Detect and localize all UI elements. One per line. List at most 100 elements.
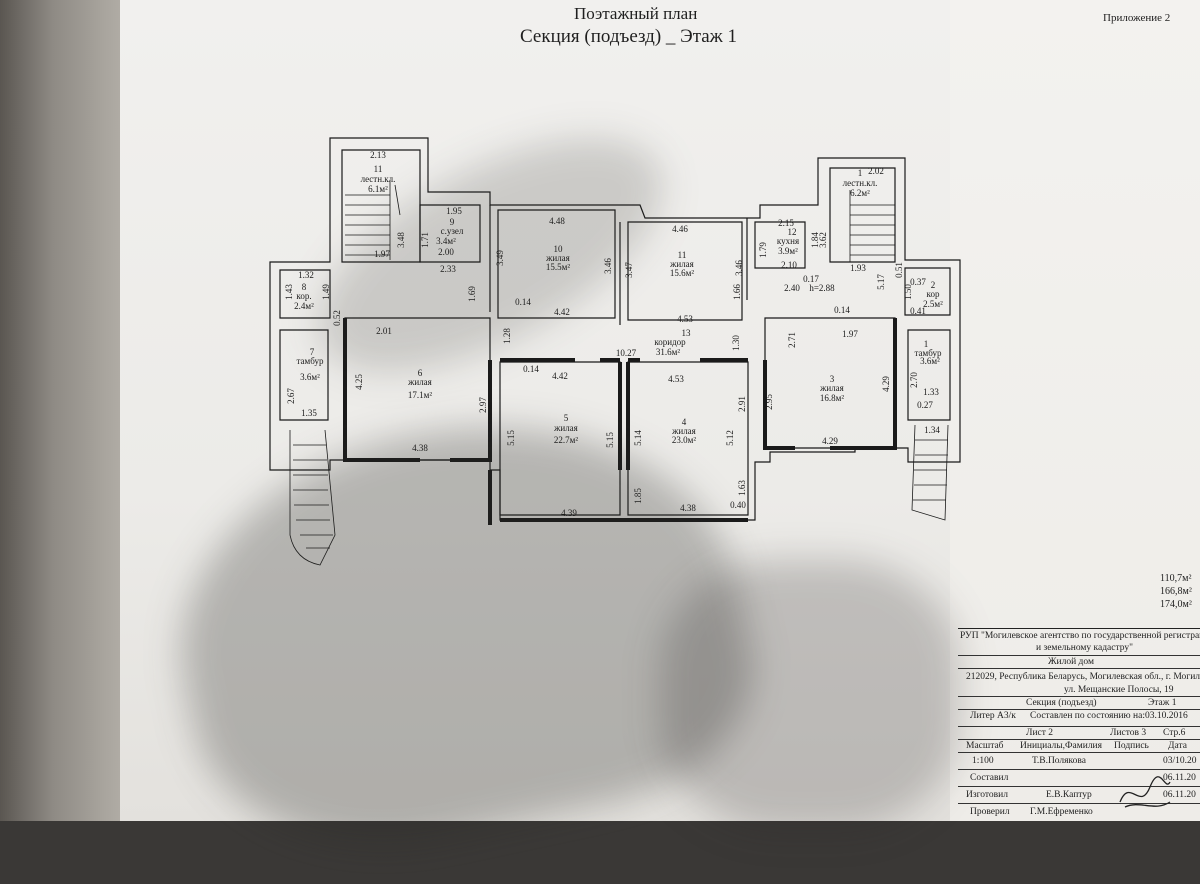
svg-text:4.53: 4.53	[668, 374, 684, 384]
stamp-header-row: Масштаб Инициалы,Фамилия Подпись Дата	[958, 739, 1200, 752]
svg-text:16.8м²: 16.8м²	[820, 393, 844, 403]
dimension-labels: 2.13 1.97 3.48 1.95 2.00 1.71 2.33 4.48 …	[284, 150, 940, 518]
svg-text:коридор: коридор	[654, 337, 686, 347]
svg-text:2.70: 2.70	[909, 372, 919, 388]
svg-text:2.00: 2.00	[438, 247, 454, 257]
svg-text:6: 6	[418, 368, 423, 378]
svg-text:1.85: 1.85	[633, 488, 643, 504]
paper-sheet	[120, 0, 950, 821]
svg-text:4.29: 4.29	[822, 436, 838, 446]
svg-text:1.50: 1.50	[903, 284, 913, 300]
svg-text:тамбур: тамбур	[915, 348, 942, 358]
svg-text:10.27: 10.27	[616, 348, 637, 358]
stamp-org: РУП "Могилевское агентство по государств…	[958, 628, 1200, 655]
svg-text:10: 10	[554, 244, 564, 254]
svg-text:1.28: 1.28	[502, 328, 512, 344]
svg-text:2.95: 2.95	[764, 394, 774, 410]
svg-text:1.35: 1.35	[301, 408, 317, 418]
svg-text:жилая: жилая	[545, 253, 570, 263]
svg-text:1.79: 1.79	[758, 242, 768, 258]
svg-text:жилая: жилая	[669, 259, 694, 269]
svg-text:2.71: 2.71	[787, 332, 797, 348]
svg-text:жилая: жилая	[671, 426, 696, 436]
svg-text:2.15: 2.15	[778, 218, 794, 228]
stamp-row-made: Составил 06.11.20	[958, 769, 1200, 786]
svg-text:0.14: 0.14	[523, 364, 539, 374]
svg-text:2.67: 2.67	[286, 388, 296, 404]
svg-text:0.17: 0.17	[803, 274, 819, 284]
svg-text:0.14: 0.14	[834, 305, 850, 315]
svg-text:тамбур: тамбур	[297, 356, 324, 366]
stairs-right	[849, 190, 895, 262]
svg-text:4.38: 4.38	[412, 443, 428, 453]
svg-text:3.48: 3.48	[396, 232, 406, 248]
svg-text:1.84: 1.84	[810, 232, 820, 248]
title-line-1: Поэтажный план	[574, 4, 698, 23]
svg-text:6.1м²: 6.1м²	[368, 184, 388, 194]
svg-text:1.34: 1.34	[924, 425, 940, 435]
svg-text:1.49: 1.49	[321, 284, 331, 300]
stamp-section: Секция (подъезд) Этаж 1	[958, 696, 1200, 709]
total-3: 174,0м²	[1160, 599, 1192, 610]
svg-text:0.40: 0.40	[730, 500, 746, 510]
svg-text:1.97: 1.97	[842, 329, 858, 339]
svg-text:h=2.88: h=2.88	[809, 283, 835, 293]
svg-text:2.5м²: 2.5м²	[923, 299, 943, 309]
svg-text:3.4м²: 3.4м²	[436, 236, 456, 246]
svg-text:5.15: 5.15	[605, 432, 615, 448]
svg-text:2.13: 2.13	[370, 150, 386, 160]
area-totals: 110,7м² 166,8м² 174,0м²	[1160, 572, 1192, 611]
svg-text:1.95: 1.95	[446, 206, 462, 216]
svg-text:лестн.кл.: лестн.кл.	[843, 178, 878, 188]
svg-text:3.49: 3.49	[495, 250, 505, 266]
svg-text:1.69: 1.69	[467, 286, 477, 302]
svg-text:1.30: 1.30	[731, 335, 741, 351]
stamp-sheets: Лист 2 Листов 3 Стр.6	[958, 726, 1200, 739]
svg-text:4: 4	[682, 417, 687, 427]
svg-text:15.5м²: 15.5м²	[546, 262, 570, 272]
svg-text:3.6м²: 3.6м²	[920, 356, 940, 366]
stairs-left	[345, 180, 401, 260]
svg-text:1.32: 1.32	[298, 270, 314, 280]
total-1: 110,7м²	[1160, 573, 1192, 584]
svg-text:0.52: 0.52	[332, 310, 342, 326]
floor-plan: 11 лестн.кл. 6.1м² 9 с.узел 3.4м² 10 жил…	[269, 137, 961, 566]
svg-text:с.узел: с.узел	[441, 226, 464, 236]
svg-text:3.46: 3.46	[734, 260, 744, 276]
svg-text:12: 12	[788, 227, 797, 237]
svg-text:2: 2	[931, 280, 936, 290]
svg-text:жилая: жилая	[819, 383, 844, 393]
svg-text:3: 3	[830, 374, 835, 384]
stamp-object: Жилой дом	[958, 655, 1200, 668]
stamp-row-checked: Проверил Г.М.Ефременко	[958, 803, 1200, 822]
svg-text:23.0м²: 23.0м²	[672, 435, 696, 445]
svg-text:0.27: 0.27	[917, 400, 933, 410]
svg-text:7: 7	[310, 347, 315, 357]
svg-text:9: 9	[450, 217, 455, 227]
svg-text:1: 1	[924, 339, 929, 349]
svg-text:2.91: 2.91	[737, 396, 747, 412]
stamp-row-made-name: Изготовил Е.В.Каптур 06.11.20	[958, 786, 1200, 803]
svg-text:4.46: 4.46	[672, 224, 688, 234]
svg-text:15.6м²: 15.6м²	[670, 268, 694, 278]
thick-walls	[343, 318, 897, 525]
svg-text:3.62: 3.62	[818, 232, 828, 248]
svg-text:0.14: 0.14	[515, 297, 531, 307]
svg-text:3.47: 3.47	[624, 262, 634, 278]
svg-text:0.51: 0.51	[894, 262, 904, 278]
svg-text:3.6м²: 3.6м²	[300, 372, 320, 382]
svg-text:жилая: жилая	[553, 423, 578, 433]
svg-text:лестн.кл.: лестн.кл.	[361, 174, 396, 184]
svg-text:5: 5	[564, 413, 569, 423]
svg-text:1.43: 1.43	[284, 284, 294, 300]
svg-text:2.40: 2.40	[784, 283, 800, 293]
svg-text:0.41: 0.41	[910, 306, 926, 316]
svg-text:4.29: 4.29	[881, 376, 891, 392]
svg-text:4.39: 4.39	[561, 508, 577, 518]
svg-text:3.46: 3.46	[603, 258, 613, 274]
svg-text:6.2м²: 6.2м²	[850, 188, 870, 198]
room-11-stair: 11	[374, 164, 383, 174]
svg-text:17.1м²: 17.1м²	[408, 390, 432, 400]
svg-text:1.71: 1.71	[420, 232, 430, 248]
svg-text:2.01: 2.01	[376, 326, 392, 336]
